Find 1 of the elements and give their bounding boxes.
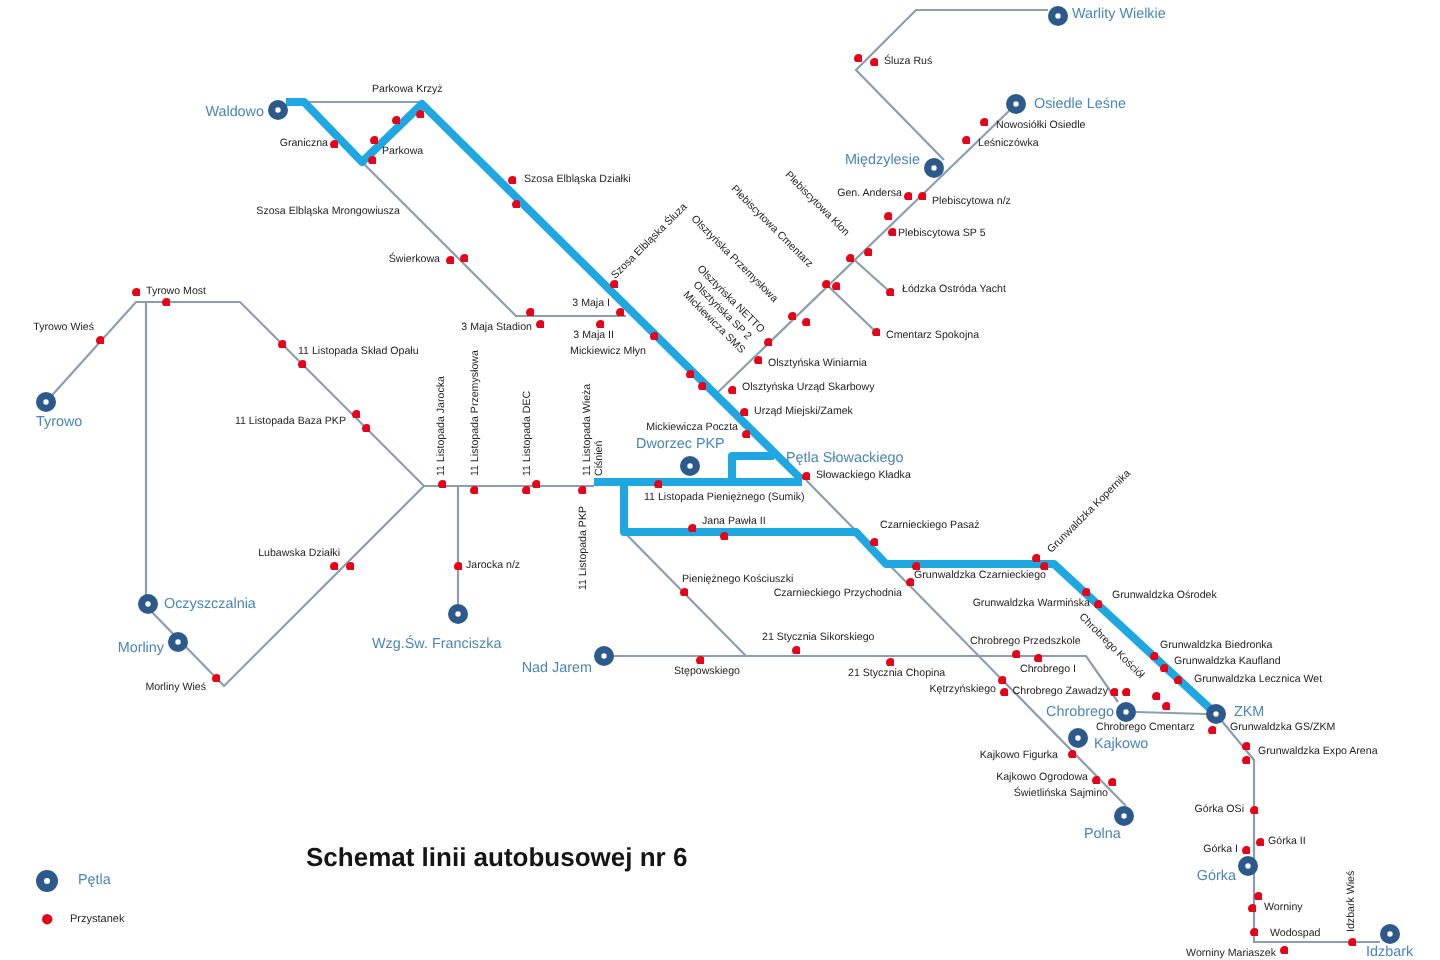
map-title: Schemat linii autobusowej nr 6 bbox=[306, 842, 688, 874]
